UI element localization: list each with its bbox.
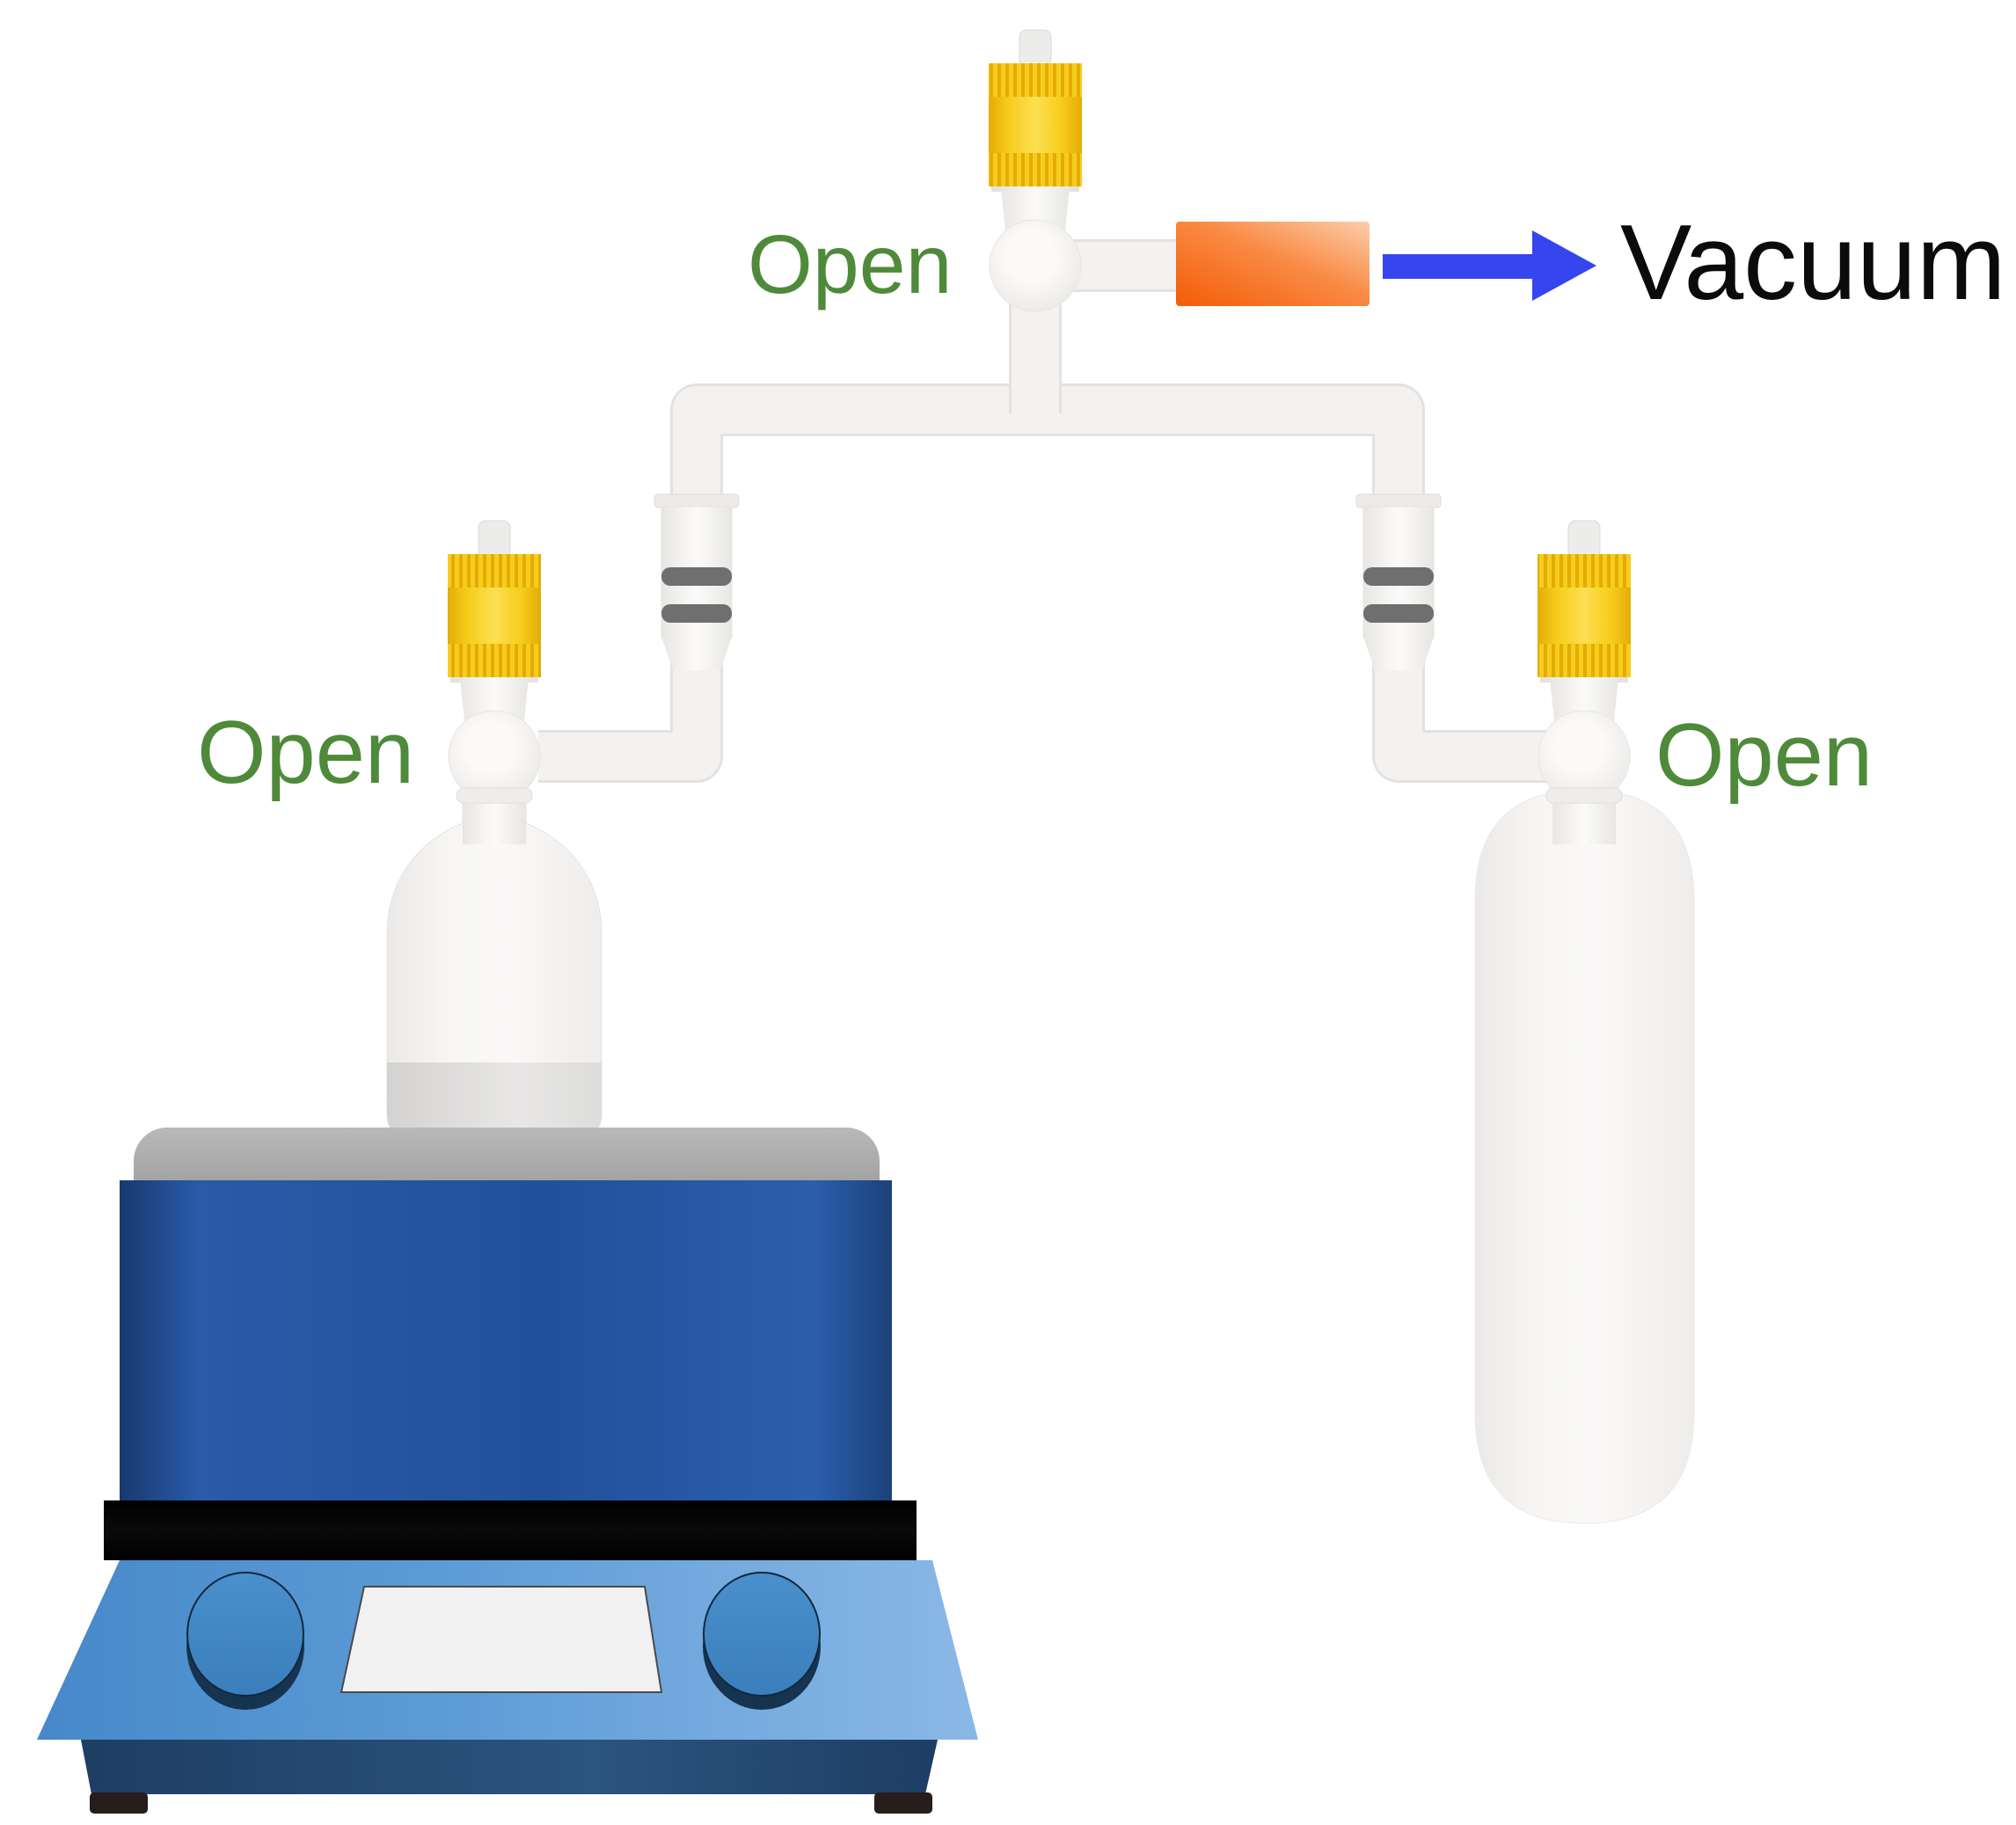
valve-cap-body[interactable] bbox=[448, 588, 541, 644]
joint-band-upper bbox=[1363, 567, 1434, 586]
valve-cap-body[interactable] bbox=[989, 97, 1082, 153]
heating-mantle bbox=[37, 1128, 978, 1814]
left-valve[interactable] bbox=[448, 520, 541, 844]
valve-cap-rib-bottom[interactable] bbox=[989, 153, 1082, 186]
vacuum-arrow-icon bbox=[1383, 230, 1596, 301]
left-valve-state-label: Open bbox=[197, 704, 414, 802]
joint-taper bbox=[661, 637, 732, 670]
valve-neck-ring bbox=[456, 787, 533, 804]
mantle-body bbox=[120, 1180, 892, 1502]
valve-neck-ring bbox=[1545, 787, 1623, 804]
joint-taper bbox=[1363, 637, 1434, 670]
mantle-black-band bbox=[104, 1500, 917, 1560]
right-flask-body bbox=[1474, 789, 1695, 1524]
joint-collar bbox=[1355, 493, 1442, 508]
valve-cap-rib-bottom[interactable] bbox=[1538, 644, 1631, 677]
joint-band-lower bbox=[1363, 604, 1434, 623]
knob-dial[interactable] bbox=[703, 1572, 821, 1697]
valve-cap-body[interactable] bbox=[1538, 588, 1631, 644]
valve-cap-rib-top[interactable] bbox=[989, 63, 1082, 97]
mantle-knob-right[interactable] bbox=[703, 1572, 821, 1710]
left-flask-contents-band bbox=[387, 1062, 602, 1136]
joint-band-lower bbox=[661, 604, 732, 623]
right-valve[interactable] bbox=[1538, 520, 1631, 844]
left-flask bbox=[386, 777, 603, 1137]
stirrer-foot-right bbox=[874, 1792, 932, 1814]
vacuum-label: Vacuum bbox=[1620, 202, 2006, 322]
valve-stem-nub bbox=[1019, 29, 1052, 68]
vacuum-hose-adapter bbox=[1176, 222, 1370, 306]
valve-stem-nub bbox=[478, 520, 511, 558]
stirrer-base bbox=[81, 1740, 938, 1794]
stirrer-foot-left bbox=[90, 1792, 148, 1814]
mantle-display bbox=[340, 1586, 663, 1693]
right-valve-state-label: Open bbox=[1655, 706, 1873, 805]
right-flask bbox=[1474, 770, 1695, 1524]
top-valve-state-label: Open bbox=[748, 218, 952, 311]
valve-stem-nub bbox=[1567, 520, 1601, 558]
valve-cap-rib-bottom[interactable] bbox=[448, 644, 541, 677]
valve-cap-rib-top[interactable] bbox=[448, 554, 541, 588]
joint-band-upper bbox=[661, 567, 732, 586]
right-ground-joint bbox=[1355, 493, 1442, 670]
valve-ball bbox=[989, 219, 1082, 312]
joint-collar bbox=[654, 493, 740, 508]
valve-cap-rib-top[interactable] bbox=[1538, 554, 1631, 588]
left-ground-joint bbox=[654, 493, 740, 670]
knob-dial[interactable] bbox=[186, 1572, 304, 1697]
mantle-knob-left[interactable] bbox=[186, 1572, 304, 1710]
top-valve[interactable] bbox=[989, 29, 1082, 312]
